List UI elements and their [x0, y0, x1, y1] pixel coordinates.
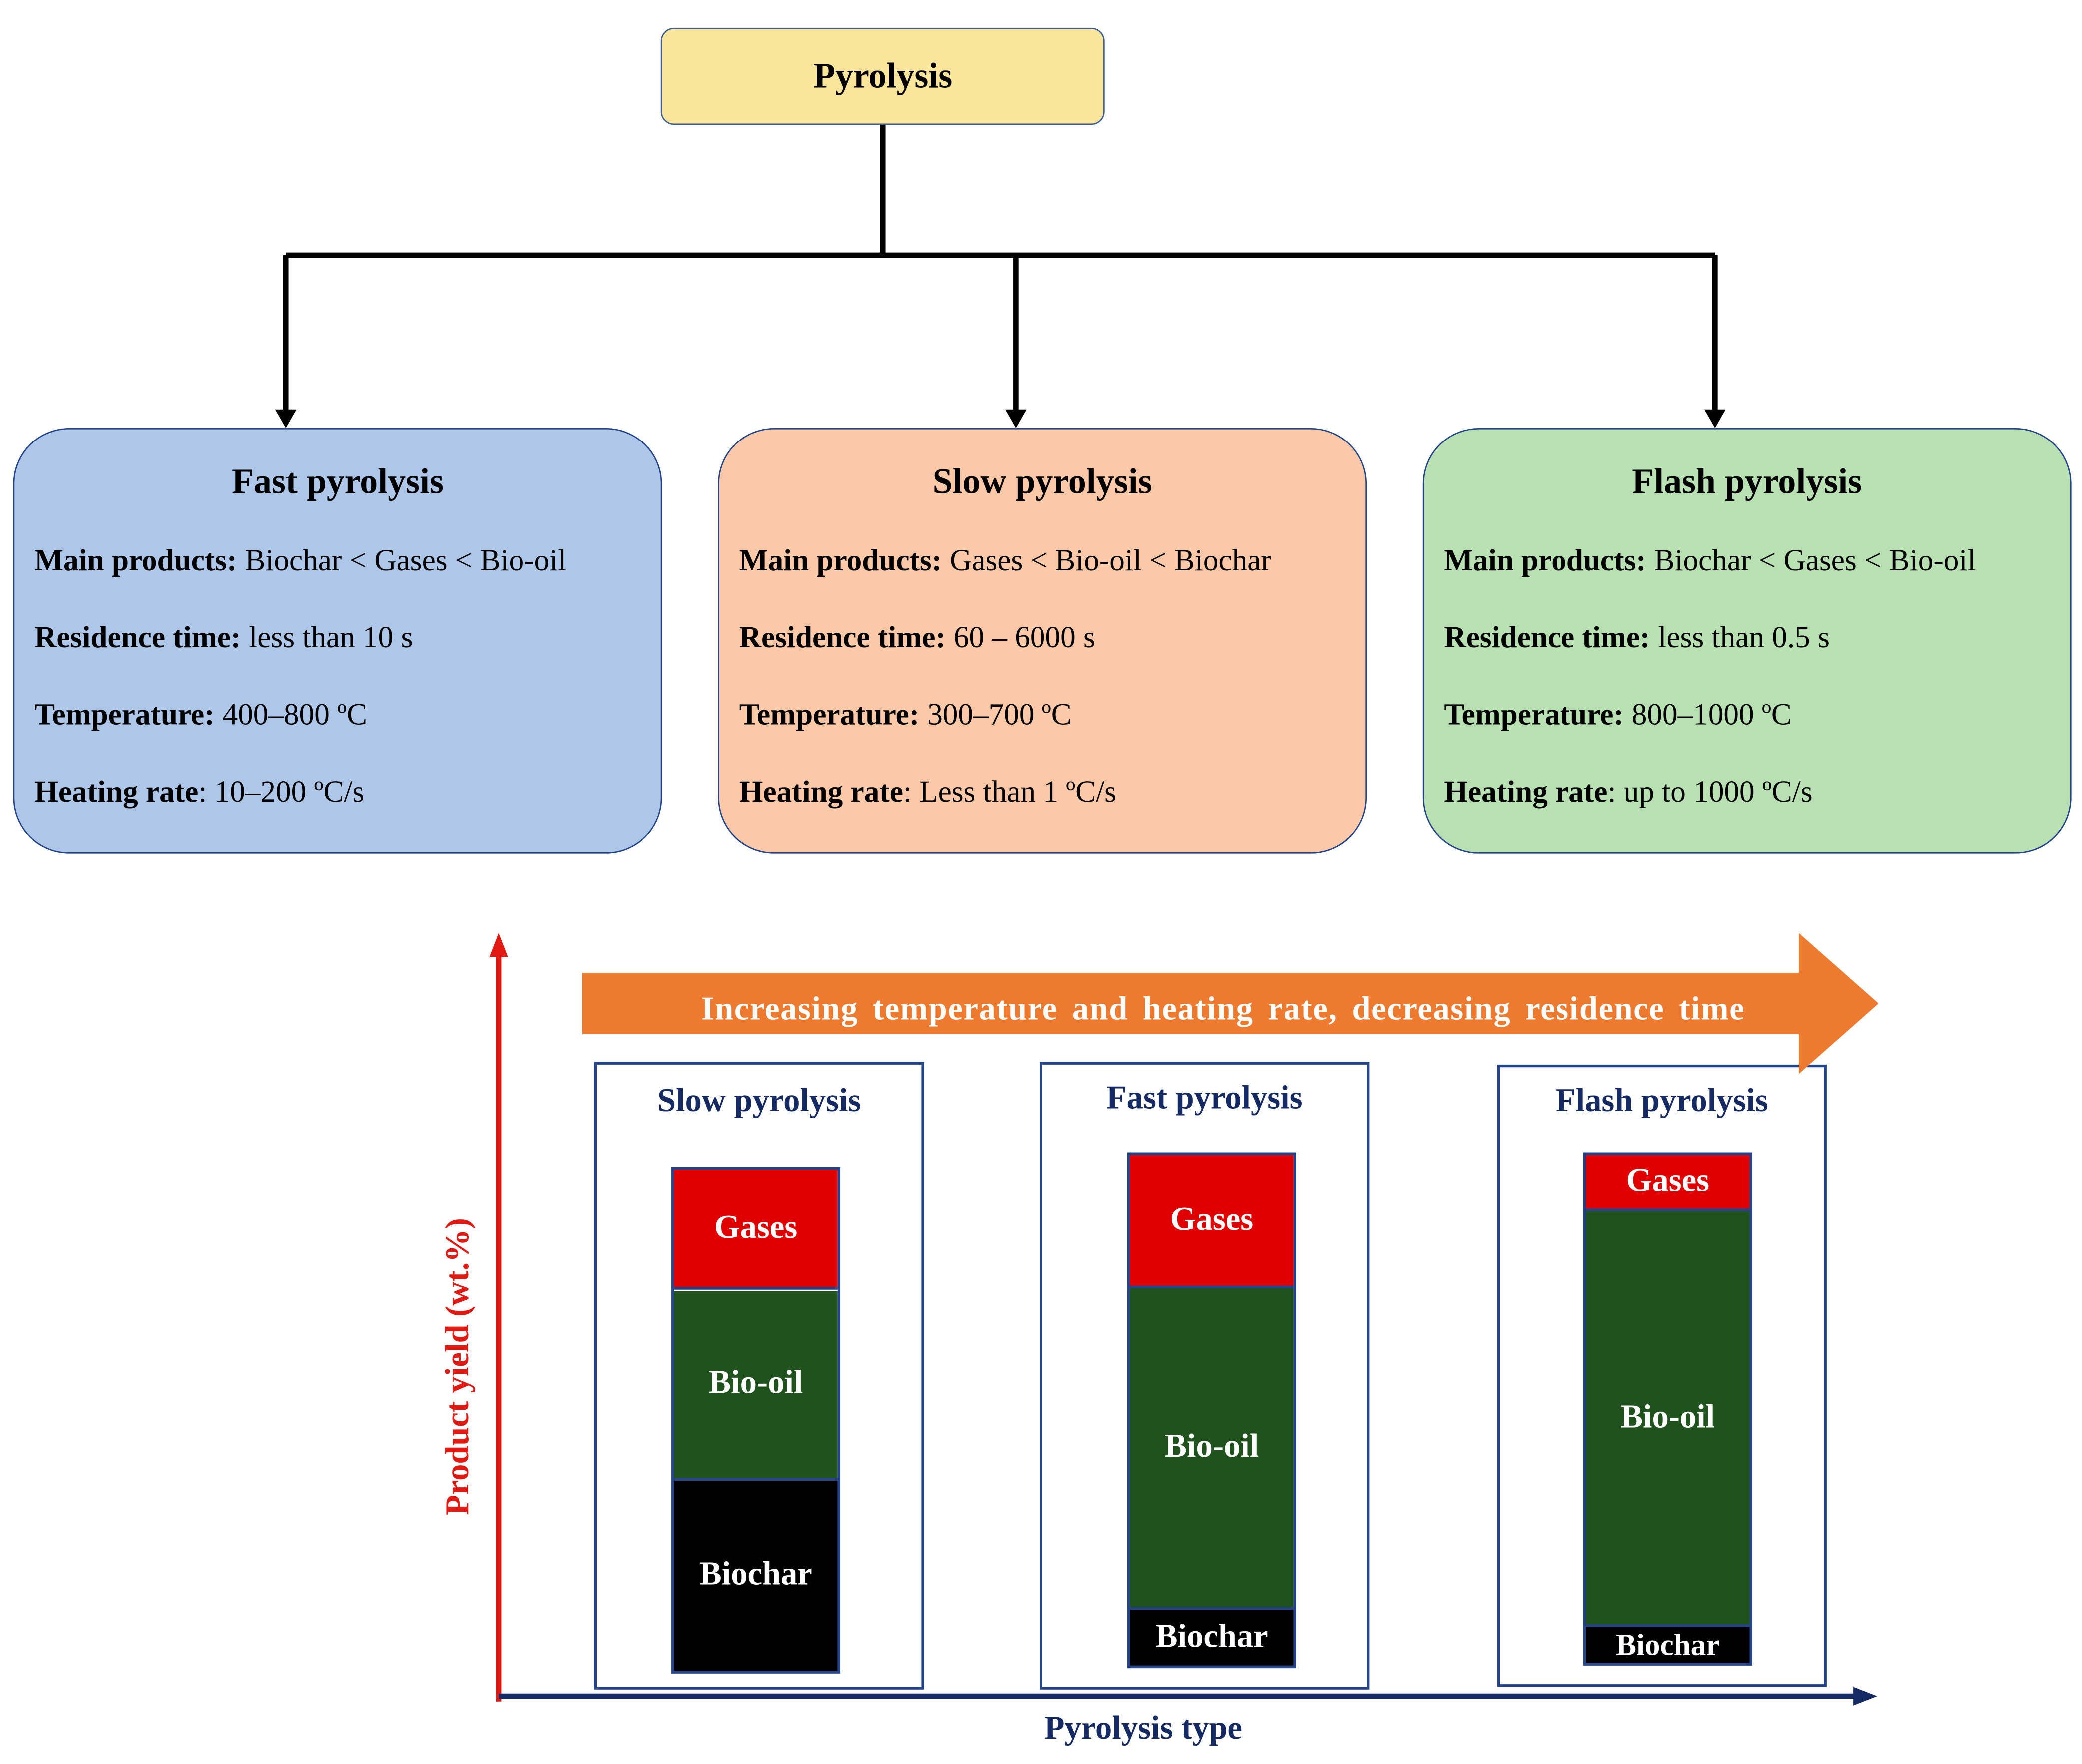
row-label: Temperature:	[34, 698, 215, 731]
bar-segment-gases: Gases	[1586, 1155, 1750, 1211]
row-label: Heating rate	[1444, 775, 1608, 809]
bar-segment-gases: Gases	[1130, 1155, 1294, 1288]
card-fast-pyrolysis: Fast pyrolysis Main products:Biochar < G…	[13, 428, 662, 854]
card-title: Slow pyrolysis	[932, 461, 1152, 501]
temperature-row: Temperature:800–1000 ºC	[1444, 698, 1791, 732]
row-value: 60 – 6000 s	[953, 620, 1095, 654]
bar-segment-bio-oil: Bio-oil	[1130, 1288, 1294, 1610]
bar-segment-biochar: Biochar	[1586, 1627, 1750, 1663]
segment-label: Biochar	[699, 1557, 812, 1593]
bar-panel-fast-pyrolysis: Fast pyrolysis Biochar Bio-oil Gases	[1040, 1062, 1370, 1690]
segment-label: Bio-oil	[708, 1365, 803, 1401]
bar-panel-slow-pyrolysis: Slow pyrolysis Biochar Bio-oil Gases	[594, 1062, 924, 1690]
row-value: : Less than 1 ºC/s	[903, 775, 1116, 809]
temperature-row: Temperature:300–700 ºC	[739, 698, 1072, 732]
arrowhead-flash	[1704, 409, 1726, 429]
row-value: Gases < Bio-oil < Biochar	[950, 543, 1271, 577]
residence-time-row: Residence time:less than 0.5 s	[1444, 621, 1830, 655]
tree-connectors	[275, 125, 1726, 429]
row-label: Main products:	[34, 543, 237, 577]
row-value: : 10–200 ºC/s	[198, 775, 365, 809]
row-label: Heating rate	[739, 775, 903, 809]
card-flash-pyrolysis: Flash pyrolysis Main products:Biochar < …	[1422, 428, 2072, 854]
row-label: Heating rate	[34, 775, 199, 809]
temperature-row: Temperature:400–800 ºC	[34, 698, 367, 732]
heating-rate-row: Heating rate: up to 1000 ºC/s	[1444, 775, 1812, 810]
x-tick-label: Slow pyrolysis	[657, 1083, 861, 1119]
row-value: 400–800 ºC	[222, 698, 367, 731]
row-label: Residence time:	[739, 620, 946, 654]
bar-segment-biochar: Biochar	[1130, 1609, 1294, 1666]
x-axis-arrowhead	[1853, 1687, 1878, 1706]
row-value: : up to 1000 ºC/s	[1607, 775, 1813, 809]
row-value: Biochar < Gases < Bio-oil	[1654, 543, 1976, 577]
bar-segment-bio-oil: Bio-oil	[1586, 1211, 1750, 1628]
card-title: Flash pyrolysis	[1632, 461, 1862, 501]
main-products-row: Main products:Biochar < Gases < Bio-oil	[34, 544, 566, 578]
stacked-bar: Biochar Bio-oil Gases	[1583, 1152, 1752, 1666]
row-label: Residence time:	[34, 620, 241, 654]
x-tick-label: Flash pyrolysis	[1555, 1083, 1768, 1119]
residence-time-row: Residence time:less than 10 s	[34, 621, 413, 655]
stacked-bar: Biochar Bio-oil Gases	[1127, 1152, 1296, 1669]
bar-segment-gases: Gases	[674, 1170, 838, 1290]
row-label: Temperature:	[739, 698, 920, 731]
segment-label: Gases	[1170, 1201, 1254, 1238]
row-value: less than 0.5 s	[1658, 620, 1830, 654]
row-value: Biochar < Gases < Bio-oil	[245, 543, 567, 577]
row-label: Temperature:	[1444, 698, 1624, 731]
row-value: less than 10 s	[249, 620, 413, 654]
stacked-bar: Biochar Bio-oil Gases	[671, 1167, 841, 1674]
row-label: Main products:	[739, 543, 942, 577]
root-title: Pyrolysis	[813, 55, 953, 96]
bar-panel-flash-pyrolysis: Flash pyrolysis Biochar Bio-oil Gases	[1497, 1064, 1827, 1687]
segment-label: Gases	[1626, 1163, 1710, 1199]
segment-label: Biochar	[1616, 1628, 1720, 1662]
segment-label: Gases	[714, 1210, 798, 1246]
chart-axes	[489, 933, 1878, 1706]
heating-rate-row: Heating rate: 10–200 ºC/s	[34, 775, 364, 810]
root-node-pyrolysis: Pyrolysis	[660, 27, 1105, 125]
card-slow-pyrolysis: Slow pyrolysis Main products:Gases < Bio…	[718, 428, 1367, 854]
y-axis-arrowhead	[489, 933, 508, 957]
arrowhead-fast	[275, 409, 297, 429]
arrowhead-slow	[1005, 409, 1027, 429]
row-value: 800–1000 ºC	[1631, 698, 1792, 731]
bar-segment-biochar: Biochar	[674, 1480, 838, 1671]
row-value: 300–700 ºC	[927, 698, 1072, 731]
row-label: Main products:	[1444, 543, 1646, 577]
heating-rate-row: Heating rate: Less than 1 ºC/s	[739, 775, 1116, 810]
card-title: Fast pyrolysis	[232, 461, 444, 501]
residence-time-row: Residence time:60 – 6000 s	[739, 621, 1095, 655]
segment-label: Biochar	[1155, 1619, 1268, 1655]
row-label: Residence time:	[1444, 620, 1650, 654]
trend-arrow-label: Increasing temperature and heating rate,…	[701, 991, 1745, 1028]
bar-segment-bio-oil: Bio-oil	[674, 1290, 838, 1481]
main-products-row: Main products:Biochar < Gases < Bio-oil	[1444, 544, 1976, 578]
segment-label: Bio-oil	[1620, 1399, 1715, 1435]
y-axis-label: Product yield (wt.%)	[440, 1218, 476, 1515]
x-tick-label: Fast pyrolysis	[1106, 1080, 1303, 1117]
segment-label: Bio-oil	[1164, 1428, 1259, 1465]
trend-arrow-shape	[582, 933, 1879, 1074]
x-axis-label: Pyrolysis type	[1044, 1711, 1242, 1747]
main-products-row: Main products:Gases < Bio-oil < Biochar	[739, 544, 1271, 578]
trend-arrow	[582, 933, 1879, 1074]
